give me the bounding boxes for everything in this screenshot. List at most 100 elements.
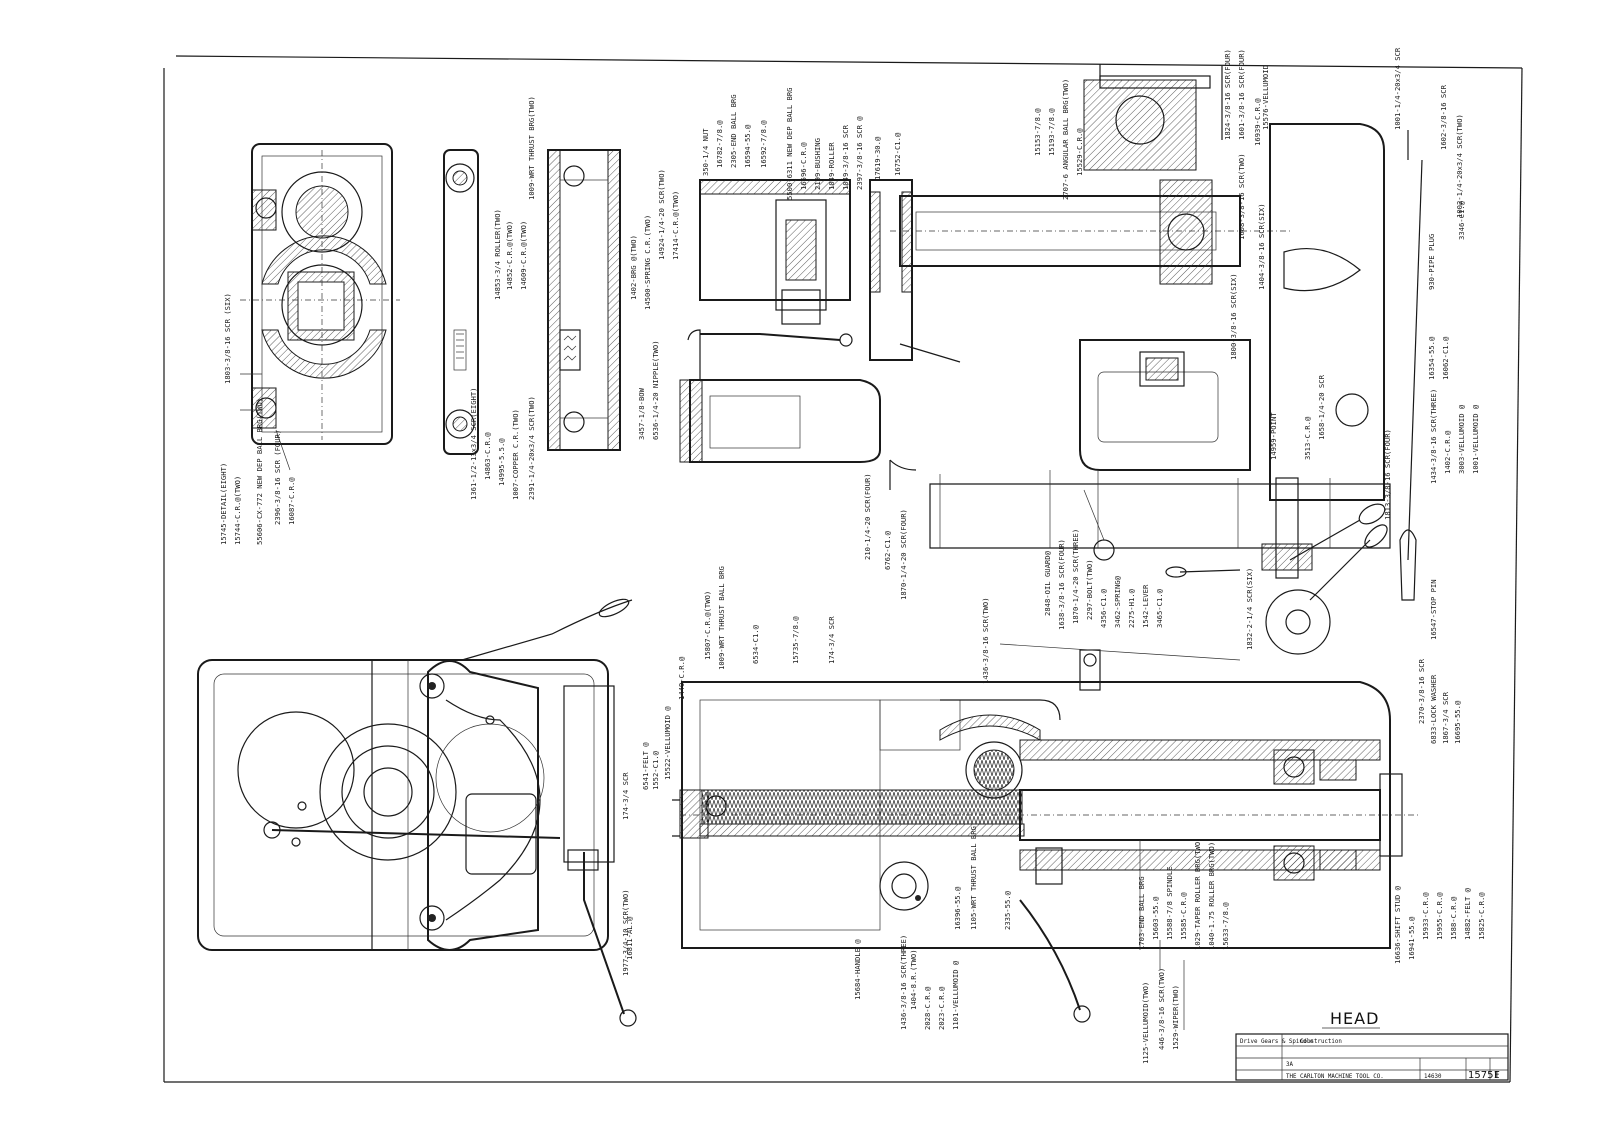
part-label: 210-1/4-20 SCR(FOUR) bbox=[863, 473, 872, 560]
part-label: 1125-VELLUMOID(TWO) bbox=[1141, 982, 1150, 1064]
part-label: 2023-C.R.@ bbox=[937, 986, 946, 1030]
middle-labels: 1436-3/8-16 SCR(TWO) 2848-OIL GUARD@ 163… bbox=[981, 529, 1254, 684]
drawing-revision: F bbox=[1494, 1070, 1500, 1081]
part-label: 16941-55.@ bbox=[1407, 916, 1416, 960]
part-label: 1602-3/8-16 SCR bbox=[1439, 84, 1448, 150]
part-label: 2199-BUSHING bbox=[813, 138, 822, 190]
part-label: 1049-3/8-16 SCR bbox=[841, 124, 850, 190]
part-label: 3465-C1.@ bbox=[1155, 588, 1164, 628]
part-label: 1029-TAPER ROLLER BRG(TWO) bbox=[1193, 837, 1202, 950]
part-label: 16354-55.@ bbox=[1427, 336, 1436, 380]
part-label: 1007-COPPER C.R.(TWO) bbox=[511, 409, 520, 500]
part-label: 15633-7/8.@ bbox=[1221, 902, 1230, 950]
part-label: 1001-VELLUMOID @ bbox=[1471, 404, 1480, 474]
part-label: 15588-7/8 SPINDLE bbox=[1165, 866, 1174, 940]
top-middle-section-views bbox=[443, 149, 621, 455]
part-label: 16547-STOP PIN bbox=[1429, 579, 1438, 640]
part-label: 15529-C.R.@ bbox=[1075, 128, 1084, 176]
part-label: 16939-C.R.@ bbox=[1253, 98, 1262, 146]
part-label: 15807-C.R.@(TWO) bbox=[703, 591, 712, 660]
part-label: 14500-SPRING C.R.(TWO) bbox=[643, 215, 652, 310]
part-label: 16636-SHIFT STUD @ bbox=[1393, 885, 1402, 964]
part-label: 15153-7/8.@ bbox=[1033, 108, 1042, 156]
part-label: 1436-3/8-16 SCR(TWO) bbox=[981, 597, 990, 684]
part-label: 930-PIPE PLUG bbox=[1427, 234, 1436, 290]
part-label: 15522-VELLUMOID @ bbox=[663, 706, 672, 780]
part-label: 16811-AL.@ bbox=[625, 916, 634, 960]
top-left-section-view bbox=[240, 143, 400, 471]
part-label: 2305-END BALL BRG bbox=[729, 94, 738, 168]
part-label: 174-3/4 SCR bbox=[827, 616, 836, 664]
part-label: 1361-1/2-13x3/4 SCR(EIGHT) bbox=[469, 387, 478, 500]
part-label: 16087-C.R.@ bbox=[287, 477, 296, 525]
part-label: 1009-WRT THRUST BALL BRG bbox=[717, 566, 726, 670]
part-label: 16782-7/8.@ bbox=[715, 120, 724, 168]
part-label: 6536-1/4-20 NIPPLE(TWO) bbox=[651, 340, 660, 440]
part-label: 2391-1/4-20x3/4 SCR(TWO) bbox=[527, 396, 536, 500]
part-label: 15933-C.R.@ bbox=[1421, 892, 1430, 940]
part-label: 1101-VELLUMOID @ bbox=[951, 960, 960, 1030]
part-label: 1436-3/8-16 SCR(THREE) bbox=[899, 935, 908, 1030]
part-label: 2297-BOLT(TWO) bbox=[1085, 559, 1094, 620]
part-label: 1001-1/4-20x3/4 SCR bbox=[1393, 47, 1402, 130]
part-label: 1977-3/4-10 SCR(TWO) bbox=[621, 889, 630, 976]
title-block-line2: Construction bbox=[1300, 1039, 1342, 1045]
top-right-section-view bbox=[679, 64, 1423, 655]
part-label: 14959-POINT bbox=[1269, 412, 1278, 460]
part-label: 17619-30.@ bbox=[873, 136, 882, 180]
part-label: 1601-3/8-16 SCR(FOUR) bbox=[1237, 49, 1246, 140]
part-label: 14995-5.5.@ bbox=[497, 438, 506, 486]
part-label: 6534-C1.@ bbox=[751, 624, 760, 664]
part-label: 446-3/8-16 SCR(TWO) bbox=[1157, 968, 1166, 1050]
part-label: 16062-C1.@ bbox=[1441, 336, 1450, 380]
part-label: 1404-3/8-16 SCR(SIX) bbox=[1257, 203, 1266, 290]
part-label: 1529-WIPER(TWO) bbox=[1171, 985, 1180, 1050]
part-label: 17414-C.R.@(TWO) bbox=[671, 191, 680, 260]
part-label: 1870-1/4-20 SCR(THREE) bbox=[1071, 529, 1080, 624]
part-label: 14852-C.R.@(TWO) bbox=[505, 221, 514, 290]
part-label: 5500-6311 NEW DEP BALL BRG bbox=[785, 87, 794, 200]
title-block-sheet: 3A bbox=[1286, 1062, 1293, 1068]
part-label: 16752-C1.@ bbox=[893, 132, 902, 176]
part-label: 2028-C.R.@ bbox=[923, 986, 932, 1030]
part-label: 3003-VELLUMOID @ bbox=[1457, 404, 1466, 474]
part-label: 2370-3/8-16 SCR bbox=[1417, 658, 1426, 724]
part-label: 1105-WRT THRUST BALL BRG bbox=[969, 826, 978, 930]
part-label: 15576-VELLUMOID bbox=[1261, 65, 1270, 130]
bottom-right-section-view bbox=[672, 643, 1420, 1030]
part-label: 15744-C.R.@(TWO) bbox=[233, 476, 242, 545]
part-label: 4356-C1.@ bbox=[1099, 588, 1108, 628]
part-label: 16396-55.@ bbox=[953, 886, 962, 930]
drawing-number: 15751 bbox=[1468, 1070, 1500, 1081]
part-label: 3457-1/8-BOW bbox=[637, 387, 646, 440]
part-label: 1588-C.R.@ bbox=[1449, 896, 1458, 940]
part-label: 15735-7/8.@ bbox=[791, 616, 800, 664]
part-label: 6762-C1.@ bbox=[883, 530, 892, 570]
part-label: 174-3/4 SCR bbox=[621, 772, 630, 820]
part-label: 350-1/4 NUT bbox=[701, 128, 710, 176]
part-label: 1404-8.R.(TWO) bbox=[909, 949, 918, 1010]
part-label: 1658-1/4-20 SCR bbox=[1317, 374, 1326, 440]
title-block: HEAD Drive Gears & Spindle Construction … bbox=[1235, 1009, 1509, 1081]
part-label: 15825-C.R.@ bbox=[1477, 892, 1486, 940]
part-label: 3346-C1.@ bbox=[1457, 200, 1466, 240]
part-label: 3462-SPRING@ bbox=[1113, 575, 1122, 628]
part-label: 16594-55.@ bbox=[743, 124, 752, 168]
top-left-labels: 15745-DETAIL(EIGHT) 15744-C.R.@(TWO) 556… bbox=[219, 293, 296, 545]
part-label: 1434-3/8-16 SCR(THREE) bbox=[1429, 389, 1438, 484]
part-label: 15745-DETAIL(EIGHT) bbox=[219, 463, 228, 545]
part-label: 1867-3/4 SCR bbox=[1441, 691, 1450, 744]
part-label: 1813-3/8-16 SCR(FOUR) bbox=[1383, 429, 1392, 520]
part-label: 1638-3/8-16 SCR(FOUR) bbox=[1057, 539, 1066, 630]
part-label: 1803-3/8-16 SCR (SIX) bbox=[223, 293, 232, 384]
part-label: 14924-1/4-20 SCR(TWO) bbox=[657, 169, 666, 260]
part-label: 1870-1/4-20 SCR(FOUR) bbox=[899, 509, 908, 600]
part-label: 1002-1/4-20x3/4 SCR(TWO) bbox=[1455, 114, 1464, 218]
part-label: 1552-C1.@ bbox=[651, 750, 660, 790]
part-label: 2397-3/8-16 SCR @ bbox=[855, 116, 864, 190]
part-label: 1608-3/8-16 SCR(TWO) bbox=[1237, 153, 1246, 240]
part-label: 15585-C.R.@ bbox=[1179, 892, 1188, 940]
part-label: 1824-3/8-16 SCR(FOUR) bbox=[1223, 49, 1232, 140]
part-label: 1542-LEVER bbox=[1141, 584, 1150, 628]
